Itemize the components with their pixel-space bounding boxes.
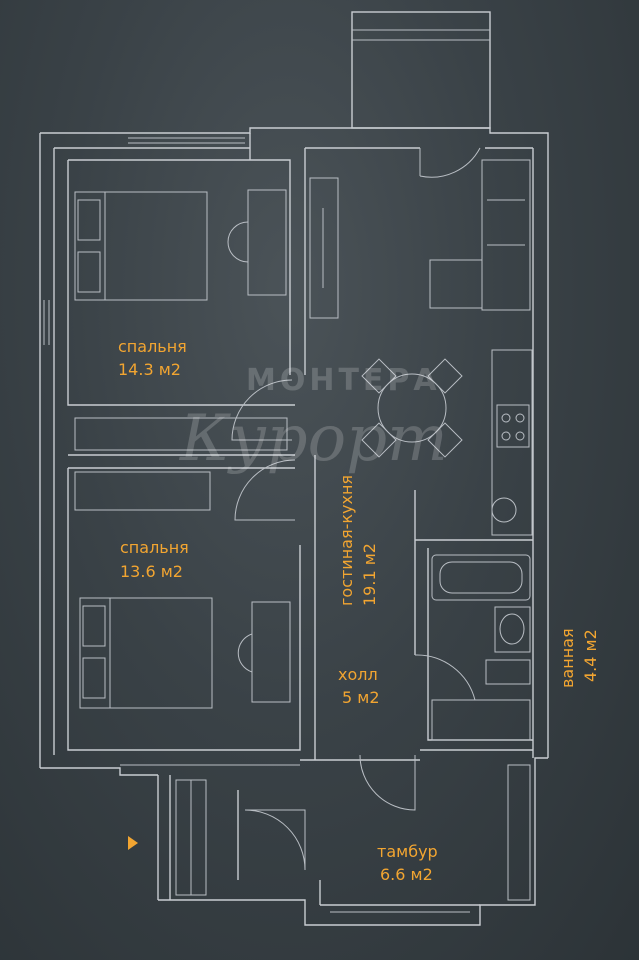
bedroom1-name: спальня (118, 337, 187, 356)
vestibule-name: тамбур (377, 842, 438, 861)
bedroom2-furniture (74, 471, 291, 709)
vestibule-furniture (175, 764, 531, 913)
balcony (351, 11, 491, 129)
watermark-line2: Курорт (179, 402, 448, 476)
bedroom1-furniture (74, 189, 288, 451)
kitchen-furniture (309, 159, 533, 536)
bedroom1-area: 14.3 м2 (118, 360, 181, 379)
doors (231, 147, 481, 871)
triangle-right-icon (128, 836, 138, 850)
bathroom-area: 4.4 м2 (581, 629, 600, 682)
watermark-line1: МОНТЕРА (246, 363, 441, 398)
bathroom-fixtures (431, 554, 531, 741)
bedroom2-name: спальня (120, 538, 189, 557)
watermark: МОНТЕРА Курорт (179, 363, 448, 476)
room-labels: спальня 14.3 м2 спальня 13.6 м2 гостиная… (118, 337, 600, 884)
living-kitchen-area: 19.1 м2 (360, 543, 379, 606)
hall-name: холл (338, 665, 378, 684)
vestibule-area: 6.6 м2 (380, 865, 433, 884)
bathroom-name: ванная (558, 628, 577, 688)
living-kitchen-name: гостиная-кухня (337, 475, 356, 606)
outer-walls (39, 127, 549, 926)
entrance-marker (128, 836, 138, 850)
interior-walls (67, 133, 533, 905)
bedroom2-area: 13.6 м2 (120, 562, 183, 581)
windows (43, 137, 300, 766)
hall-area: 5 м2 (342, 688, 380, 707)
